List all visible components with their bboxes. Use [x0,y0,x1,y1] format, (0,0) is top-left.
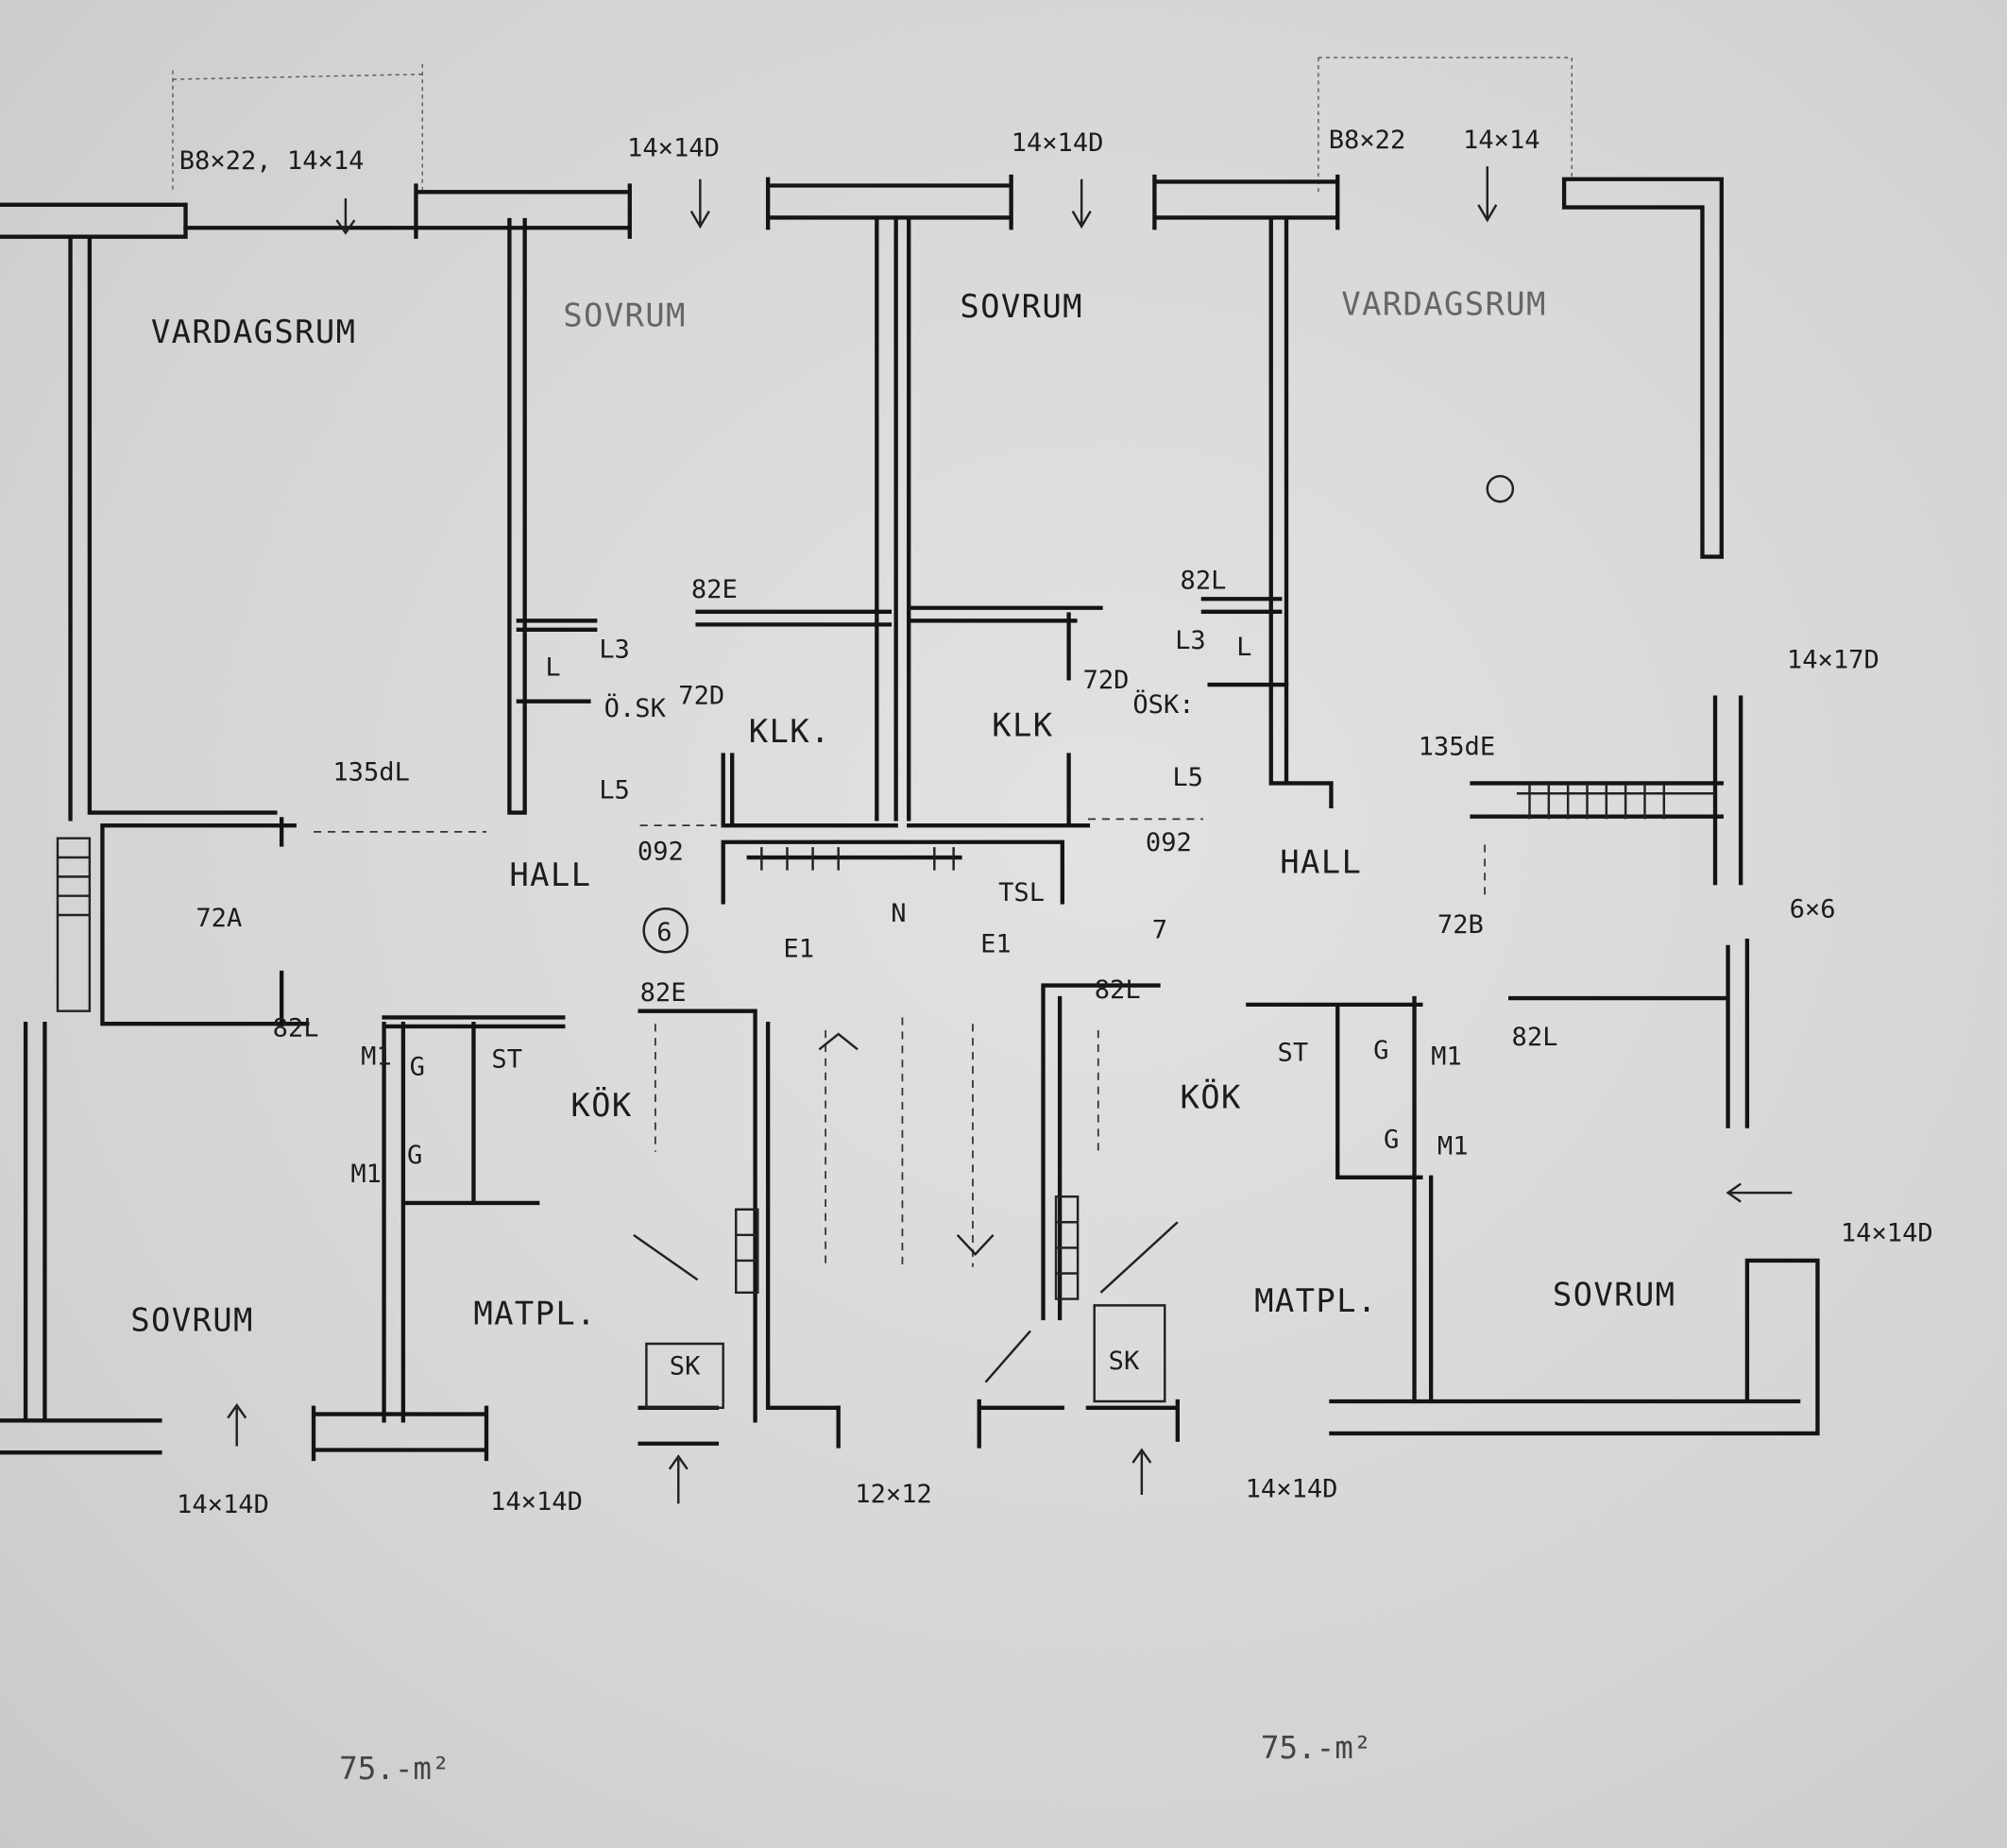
room-sovrum-bottom-left: SOVRUM [130,1301,253,1338]
label: ST [491,1044,522,1074]
label: SK [670,1352,701,1382]
label: Ö.SK [604,693,667,723]
room-hall-left: HALL [509,856,591,893]
label: 72B [1437,910,1484,940]
label: G [1373,1036,1388,1065]
label: SK [1109,1347,1140,1376]
room-sovrum-top-left: SOVRUM [563,297,686,334]
label: L5 [599,776,630,805]
dim-bottom-3: 12×12 [855,1480,932,1509]
room-kok-right: KÖK [1181,1078,1242,1116]
label: L [545,653,560,683]
annotations: 82E 82L L3 L L3 L 72D 72D Ö.SK ÖSK: L5 L… [196,566,1932,1381]
room-matpl-right: MATPL. [1254,1282,1377,1319]
room-sovrum-bottom-right: SOVRUM [1553,1276,1675,1313]
label: 82L [1095,975,1141,1005]
label: G [1384,1126,1399,1155]
apartment-number-7: 7 [1152,915,1167,944]
label: G [407,1141,422,1170]
label: 14×14D [1841,1219,1933,1248]
dim-top-3: 14×14D [1012,128,1104,158]
area-apartment-6: 75.-m² [339,1751,450,1787]
room-kok-left: KÖK [570,1086,632,1124]
label: G [410,1052,425,1081]
apartment-6-marker [642,907,689,954]
label: 72D [678,681,724,710]
apartment-number-6: 6 [656,918,672,947]
area-apartment-7: 75.-m² [1261,1730,1371,1766]
label: 135dE [1419,733,1496,762]
dim-bottom-2: 14×14D [490,1487,583,1517]
room-klk-left: KLK. [749,713,831,750]
dimension-lines [172,57,1573,193]
label: 82L [273,1014,319,1043]
label: 82L [1512,1023,1558,1052]
label: L [1236,633,1251,662]
room-matpl-left: MATPL. [473,1296,596,1332]
dim-bottom-4: 14×14D [1246,1475,1338,1504]
label: M1 [350,1160,382,1189]
label: E1 [783,935,814,964]
label: E1 [980,929,1012,958]
label: L5 [1172,763,1203,792]
dim-top-4: B8×22 [1329,126,1406,155]
label: L3 [1175,626,1206,655]
label: 82L [1181,566,1227,595]
dim-top-1: B8×22, 14×14 [179,146,365,176]
label: 82E [640,978,687,1008]
room-vardagsrum-right: VARDAGSRUM [1341,285,1546,322]
dim-bottom-1: 14×14D [177,1490,269,1519]
label: 135dL [332,758,410,788]
label: M1 [361,1043,392,1072]
label: 72D [1083,666,1130,695]
room-vardagsrum-left: VARDAGSRUM [151,314,356,350]
label: 14×17D [1787,645,1879,674]
label: 092 [1146,828,1192,857]
label: 82E [691,575,738,604]
label: 72A [196,904,242,933]
dim-top-5: 14×14 [1463,126,1540,155]
label: L3 [599,636,630,665]
room-klk-right: KLK [992,706,1053,743]
label: ST [1278,1039,1309,1068]
label: 092 [638,838,684,867]
label: TSL [998,878,1045,907]
label: M1 [1437,1131,1469,1161]
dim-top-2: 14×14D [627,133,720,162]
room-sovrum-top-right: SOVRUM [960,288,1082,325]
walls [0,166,1820,1504]
label: ÖSK: [1132,689,1194,720]
label: 6×6 [1790,895,1836,924]
label: M1 [1431,1043,1462,1072]
room-hall-right: HALL [1280,843,1362,880]
label: N [891,899,906,928]
